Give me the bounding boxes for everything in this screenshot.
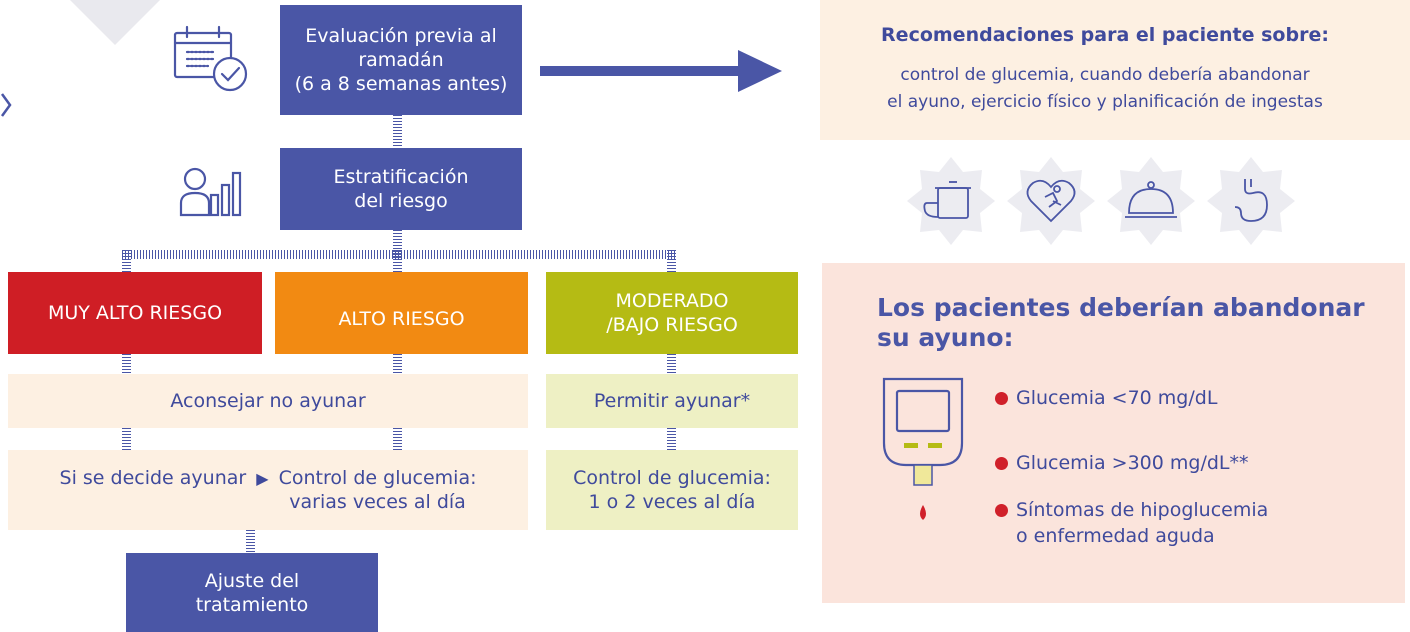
branch-drop-very-high — [122, 250, 131, 272]
heart-runner-icon — [1007, 157, 1095, 245]
if-fast-prefix: Si se decide ayunar — [59, 467, 247, 489]
if-fast-control-box: Si se decide ayunar ▶ Control de glucemi… — [8, 450, 528, 530]
cooking-pot-icon — [907, 157, 995, 245]
moderate-low-risk-label: MODERADO /BAJO RIESGO — [606, 290, 738, 336]
connector-strat-branch — [393, 230, 402, 258]
abandon-item-label: Síntomas de hipoglucemia o enfermedad ag… — [1016, 499, 1269, 547]
branch-drop-moderate — [667, 250, 676, 272]
risk-stratification-box: Estratificación del riesgo — [280, 148, 522, 230]
if-fast-control-text: Control de glucemia: varias veces al día — [278, 467, 477, 513]
decorative-star-partial — [70, 0, 160, 45]
risk-stratification-label: Estratificación del riesgo — [333, 166, 469, 212]
connector-eval-strat — [393, 115, 402, 148]
adjust-treatment-label: Ajuste del tratamiento — [195, 569, 309, 616]
very-high-risk-box: MUY ALTO RIESGO — [8, 272, 262, 354]
connector-advise-control-left — [122, 428, 131, 450]
person-chart-icon — [179, 167, 242, 217]
high-risk-label: ALTO RIESGO — [338, 308, 465, 330]
stomach-icon — [1207, 157, 1295, 245]
abandon-fast-title: Los pacientes deberían abandonar su ayun… — [877, 293, 1365, 352]
abandon-item-low-glucose: Glucemia <70 mg/dL — [995, 385, 1217, 411]
bullet-dot — [995, 504, 1008, 517]
advise-no-fast-label: Aconsejar no ayunar — [170, 390, 366, 412]
prior-evaluation-box: Evaluación previa al ramadán (6 a 8 sema… — [280, 5, 522, 115]
very-high-risk-label: MUY ALTO RIESGO — [47, 302, 223, 324]
prior-evaluation-label: Evaluación previa al ramadán (6 a 8 sema… — [294, 25, 508, 95]
moderate-control-box: Control de glucemia: 1 o 2 veces al día — [546, 450, 798, 530]
advise-no-fast-box: Aconsejar no ayunar — [8, 374, 528, 428]
recommendations-panel — [820, 0, 1410, 140]
if-fast-control-line1: Si se decide ayunar ▶ Control de glucemi… — [60, 466, 477, 514]
allow-fast-label: Permitir ayunar* — [593, 390, 751, 412]
abandon-item-high-glucose: Glucemia >300 mg/dL** — [995, 450, 1249, 476]
abandon-fast-panel — [822, 263, 1405, 603]
connector-allow-control — [667, 428, 676, 450]
adjust-treatment-box: Ajuste del tratamiento — [126, 553, 378, 632]
abandon-item-symptoms: Síntomas de hipoglucemia o enfermedad ag… — [995, 497, 1268, 549]
food-cloche-icon — [1107, 157, 1195, 245]
recommendations-title: Recomendaciones para el paciente sobre: — [881, 24, 1329, 46]
glucometer-icon — [882, 377, 964, 520]
connector-high-advise — [393, 354, 402, 374]
abandon-item-label: Glucemia >300 mg/dL** — [1016, 452, 1249, 474]
connector-advise-control-right — [393, 428, 402, 450]
connector-moderate-allow — [667, 354, 676, 374]
abandon-item-label: Glucemia <70 mg/dL — [1016, 387, 1218, 409]
moderate-control-label: Control de glucemia: 1 o 2 veces al día — [573, 467, 771, 513]
moderate-low-risk-box: MODERADO /BAJO RIESGO — [546, 272, 798, 354]
branch-drop-high — [393, 250, 402, 272]
arrow-to-recommendations — [540, 50, 782, 92]
play-arrow-icon: ▶ — [256, 469, 269, 488]
recommendations-body: control de glucemia, cuando debería aban… — [887, 65, 1323, 112]
high-risk-box: ALTO RIESGO — [275, 272, 528, 354]
connector-control-adjust — [246, 530, 255, 553]
bullet-dot — [995, 392, 1008, 405]
bullet-dot — [995, 457, 1008, 470]
allow-fast-box: Permitir ayunar* — [546, 374, 798, 428]
connector-veryhigh-advise — [122, 354, 131, 374]
calendar-check-icon — [173, 25, 248, 92]
left-edge-arrow-icon — [0, 93, 12, 117]
